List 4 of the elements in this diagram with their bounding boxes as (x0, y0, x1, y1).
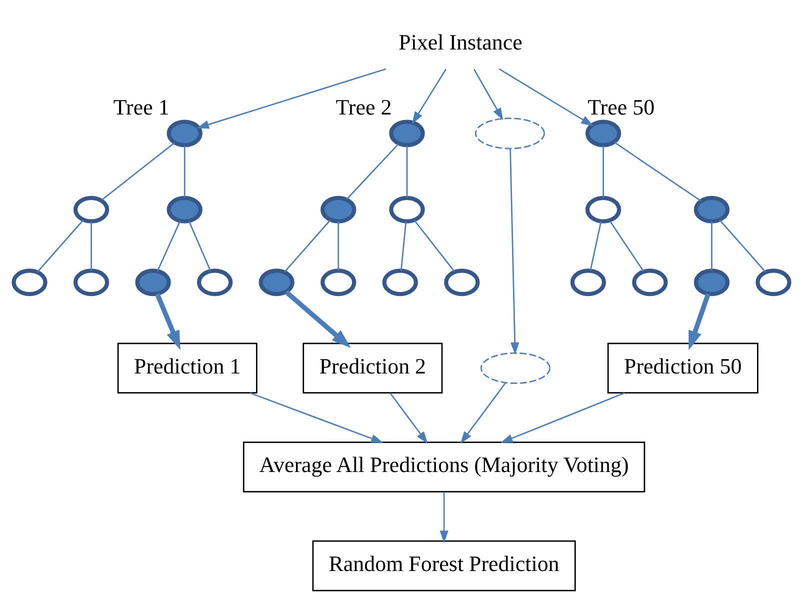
node-label: Tree 50 (588, 94, 655, 120)
node-label: Tree 1 (113, 94, 170, 120)
node-label: Tree 2 (336, 94, 392, 120)
node-text: Pixel Instance (398, 29, 522, 54)
